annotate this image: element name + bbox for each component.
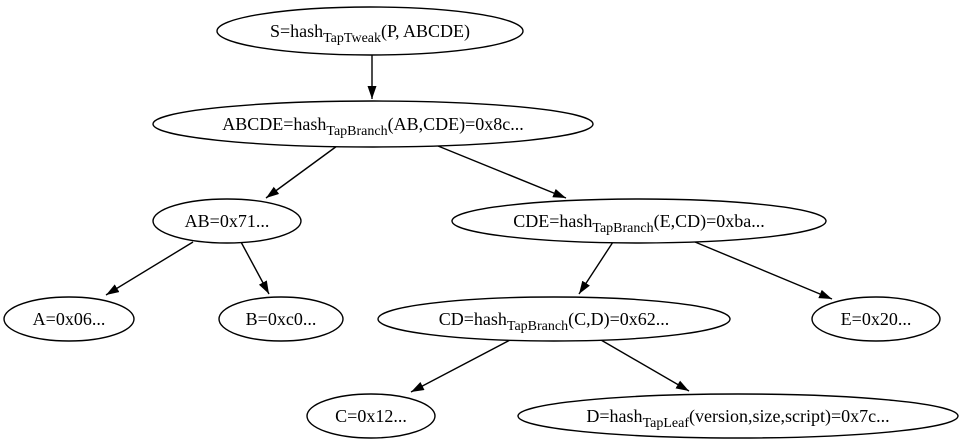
node-e: E=0x20... (811, 296, 941, 342)
edge-cde-e (694, 241, 833, 300)
node-c-label: C=0x12... (335, 406, 407, 426)
node-cde-ellipse (451, 198, 827, 244)
node-cd: CD=hashTapBranch(C,D)=0x62... (377, 296, 731, 342)
node-c-ellipse (306, 393, 436, 439)
edge-ab-a (105, 241, 194, 296)
node-d-ellipse (517, 393, 959, 439)
node-ab-label: AB=0x71... (185, 211, 270, 231)
node-s-label: S=hashTapTweak(P, ABCDE) (270, 21, 470, 46)
node-ab-ellipse (152, 198, 302, 244)
node-abcde-ellipse (152, 100, 594, 148)
node-s: S=hashTapTweak(P, ABCDE) (216, 6, 524, 56)
edge-cd-d (600, 339, 690, 392)
node-cde-label: CDE=hashTapBranch(E,CD)=0xba... (513, 211, 765, 236)
node-abcde-label: ABCDE=hashTapBranch(AB,CDE)=0x8c... (222, 114, 524, 139)
node-s-ellipse (216, 6, 524, 56)
node-a: A=0x06... (3, 296, 135, 342)
node-a-label: A=0x06... (33, 309, 106, 329)
node-d: D=hashTapLeaf(version,size,script)=0x7c.… (517, 393, 959, 439)
node-a-ellipse (3, 296, 135, 342)
edge-cde-cd (578, 241, 614, 295)
node-cd-label: CD=hashTapBranch(C,D)=0x62... (439, 309, 670, 334)
edge-abcde-cde (437, 145, 567, 199)
edges (105, 55, 833, 393)
node-c: C=0x12... (306, 393, 436, 439)
node-d-label: D=hashTapLeaf(version,size,script)=0x7c.… (586, 406, 889, 431)
node-ab: AB=0x71... (152, 198, 302, 244)
edge-abcde-ab (265, 145, 338, 199)
edge-ab-b (240, 241, 270, 295)
node-cde: CDE=hashTapBranch(E,CD)=0xba... (451, 198, 827, 244)
node-b-ellipse (218, 296, 344, 342)
node-e-label: E=0x20... (841, 309, 912, 329)
node-b: B=0xc0... (218, 296, 344, 342)
node-b-label: B=0xc0... (246, 309, 317, 329)
node-cd-ellipse (377, 296, 731, 342)
node-e-ellipse (811, 296, 941, 342)
node-abcde: ABCDE=hashTapBranch(AB,CDE)=0x8c... (152, 100, 594, 148)
edge-cd-c (410, 339, 511, 393)
